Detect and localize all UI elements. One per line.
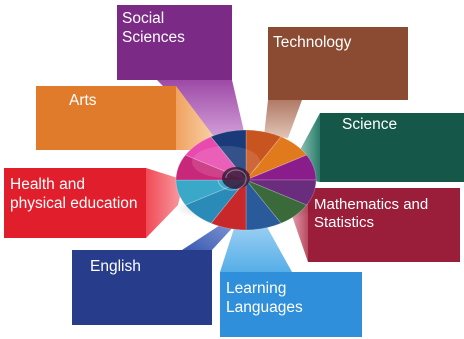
- health-connector: [146, 168, 184, 238]
- shell-slice: [245, 179, 308, 224]
- maths-label: Mathematics and Statistics: [314, 196, 429, 232]
- english-label: English: [90, 258, 141, 275]
- languages-box[interactable]: [220, 272, 362, 337]
- technology-label: Technology: [273, 34, 352, 51]
- shell-slice: [245, 129, 282, 182]
- arts-label: Arts: [69, 92, 97, 109]
- shell-slice: [245, 178, 282, 231]
- health-label: Health and physical education: [10, 176, 138, 212]
- english-box[interactable]: [72, 250, 212, 325]
- shell-core: [222, 167, 250, 189]
- health-box[interactable]: [4, 168, 146, 238]
- maths-box[interactable]: [308, 188, 460, 262]
- science-label: Science: [342, 116, 398, 133]
- shell-slice: [184, 179, 247, 224]
- languages-label: Learning Languages: [226, 280, 303, 316]
- shell-slice: [245, 136, 308, 181]
- arts-box[interactable]: [36, 86, 176, 150]
- shell-slice: [245, 154, 317, 181]
- social-sciences-label: Social Sciences: [122, 10, 185, 46]
- arts-connector: [176, 86, 215, 150]
- shell-slice: [210, 178, 247, 231]
- shell-slice: [245, 179, 317, 206]
- spiral-shell-icon: [174, 129, 318, 231]
- shell-spiral-line: [217, 169, 247, 191]
- technology-connector: [264, 100, 302, 138]
- languages-connector: [220, 216, 292, 272]
- social-sciences-box[interactable]: [117, 5, 232, 80]
- science-box[interactable]: [320, 113, 464, 182]
- technology-box[interactable]: [268, 27, 408, 100]
